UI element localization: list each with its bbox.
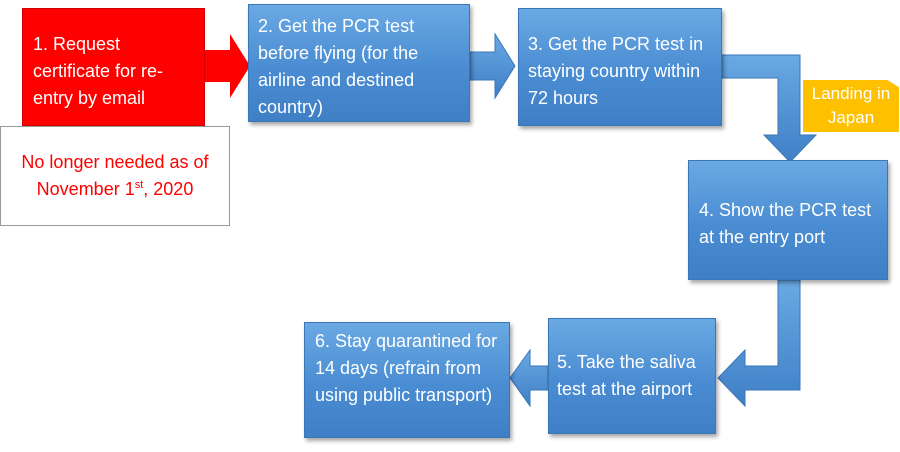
step-2-label: 2. Get the PCR test before flying (for t… xyxy=(258,16,419,117)
arrow-step3-to-step4 xyxy=(721,54,818,163)
step-1-request-certificate: 1. Request certificate for re-entry by e… xyxy=(22,8,205,126)
step-6-stay-quarantined: 6. Stay quarantined for 14 days (refrain… xyxy=(304,322,510,438)
step-1-label: 1. Request certificate for re-entry by e… xyxy=(33,34,164,108)
step-3-pcr-staying-country: 3. Get the PCR test in staying country w… xyxy=(518,8,722,126)
arrow-step4-to-step5 xyxy=(717,279,801,408)
landing-in-japan-tag: Landing in Japan xyxy=(803,80,899,132)
step-5-label: 5. Take the saliva test at the airport xyxy=(557,352,696,399)
step-4-label: 4. Show the PCR test at the entry port xyxy=(699,200,872,247)
landing-tag-label: Landing in Japan xyxy=(811,84,891,127)
step-5-saliva-test: 5. Take the saliva test at the airport xyxy=(548,318,716,434)
note-line1: No longer needed as of xyxy=(21,152,209,172)
note-year: , 2020 xyxy=(143,179,194,199)
note-month: November 1 xyxy=(36,179,135,199)
note-line2: November 1st, 2020 xyxy=(1,176,229,203)
step-6-label: 6. Stay quarantined for 14 days (refrain… xyxy=(315,331,498,405)
arrow-step5-to-step6 xyxy=(509,348,549,408)
step-2-pcr-before-flying: 2. Get the PCR test before flying (for t… xyxy=(248,4,470,122)
note-superscript: st xyxy=(134,179,144,191)
arrow-step1-to-step2 xyxy=(205,34,250,98)
arrow-step2-to-step3 xyxy=(469,32,516,100)
step-3-label: 3. Get the PCR test in staying country w… xyxy=(528,34,704,108)
step-4-show-pcr-entry-port: 4. Show the PCR test at the entry port xyxy=(688,160,888,280)
no-longer-needed-note: No longer needed as of November 1st, 202… xyxy=(0,126,230,226)
